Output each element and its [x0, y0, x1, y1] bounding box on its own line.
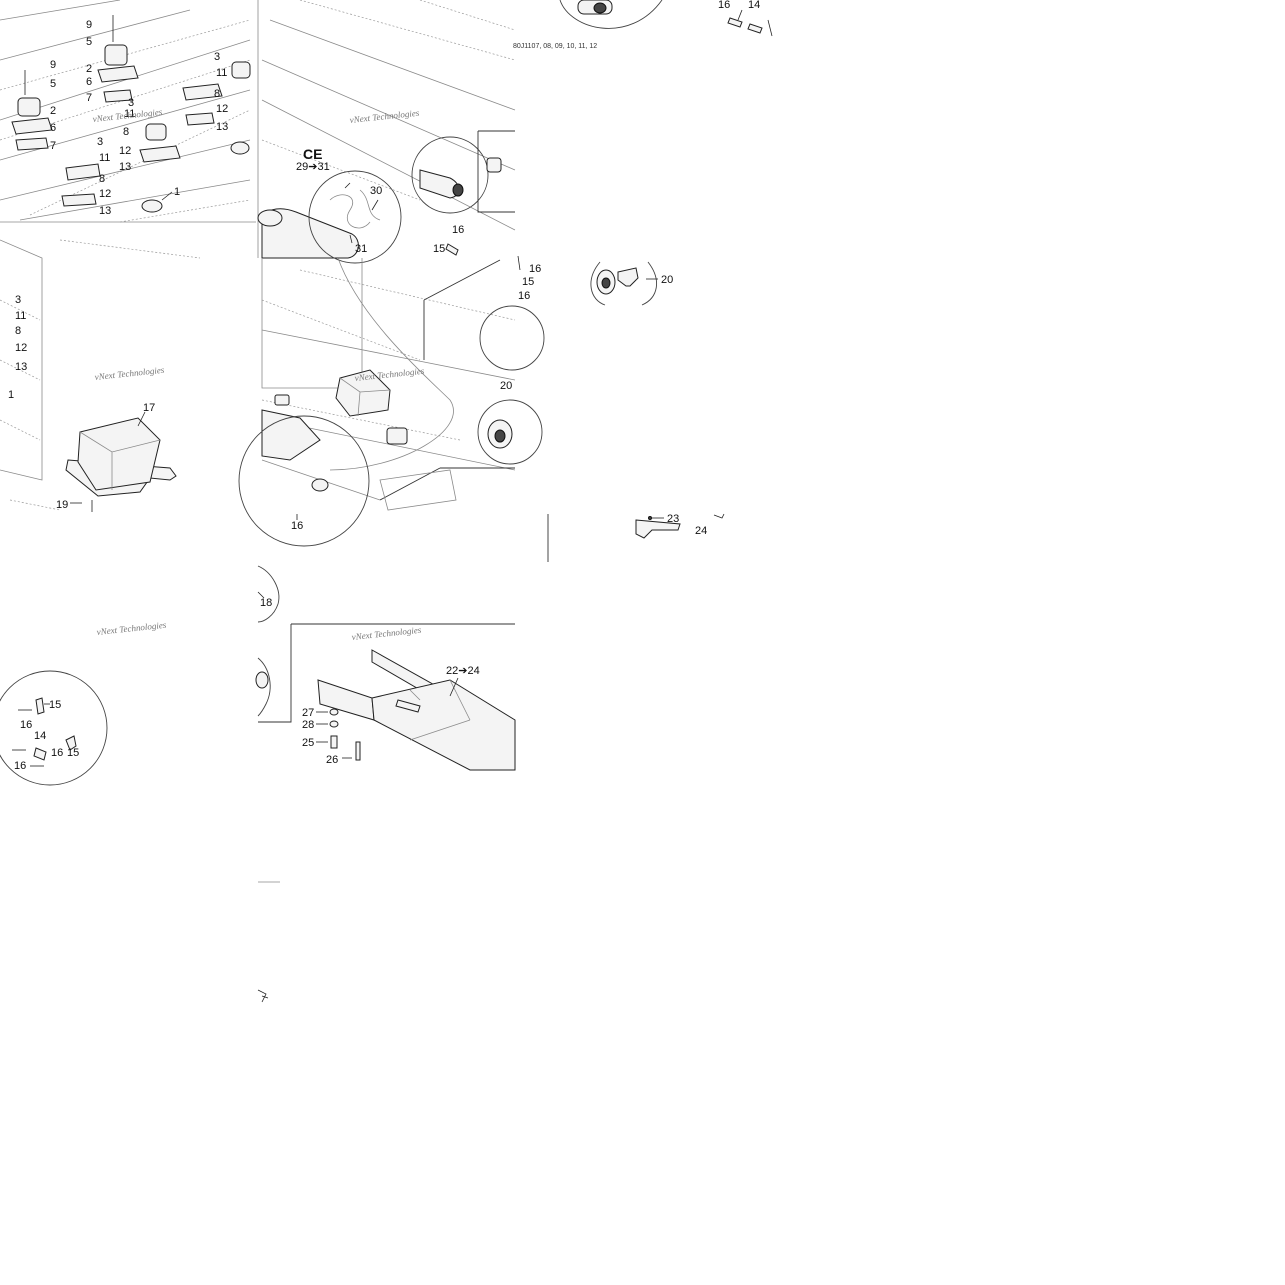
muffler	[257, 208, 359, 259]
label-3: 3	[97, 136, 103, 148]
tile-engine-mounts: 9 5 9 5 2 6 7 2 6 7 3 11 8 12 13 3 11 8 …	[0, 0, 256, 223]
watermark: vNext Technologies	[351, 625, 422, 642]
figure-code: 80J1107, 08, 09, 10, 11, 12	[513, 43, 597, 50]
bracket-23-24: 23 24	[635, 513, 707, 539]
watermark: vNext Technologies	[96, 620, 167, 637]
detail-circle-ce	[308, 170, 402, 264]
label-24: 24	[695, 525, 707, 537]
label-11: 11	[15, 310, 26, 322]
label-25: 25	[302, 737, 314, 749]
label-15: 15	[433, 243, 445, 255]
label-1: 1	[174, 186, 180, 198]
label-5: 5	[86, 36, 92, 48]
label-15: 15	[522, 276, 534, 288]
label-2: 2	[86, 63, 92, 75]
label-27: 27	[302, 707, 314, 719]
tile-chassis-rear: 16 15 16 20 16 vNext Technologies	[238, 255, 545, 547]
label-31: 31	[355, 243, 367, 255]
label-20: 20	[500, 380, 512, 392]
label-14: 14	[34, 730, 46, 742]
label-18: 18	[260, 597, 272, 609]
label-16: 16	[518, 290, 530, 302]
label-16: 16	[718, 0, 730, 11]
label-11: 11	[124, 108, 135, 120]
rack-mount-hardware	[316, 708, 361, 761]
ce-region-label: CE	[303, 146, 322, 162]
label-13: 13	[119, 161, 131, 173]
detail-circle-exhaust	[411, 136, 489, 214]
engine-mount-center	[97, 15, 139, 103]
label-13: 13	[216, 121, 228, 133]
label-12: 12	[99, 188, 111, 200]
label-8: 8	[99, 173, 105, 185]
tile-rack-frame: 18 27 28 25 26 22➔24 vNext Technologies	[255, 565, 516, 771]
label-16: 16	[529, 263, 541, 275]
engine-mount-left	[11, 70, 53, 151]
label-20: 20	[661, 274, 673, 286]
label-8: 8	[214, 88, 220, 100]
label-15: 15	[67, 747, 79, 759]
label-3: 3	[214, 51, 220, 63]
label-16: 16	[20, 719, 32, 731]
stray-fragments	[257, 881, 280, 1003]
label-5: 5	[50, 78, 56, 90]
battery-cover: 17	[65, 402, 177, 497]
detail-circle-hardware	[0, 670, 108, 786]
tile-top-right: 16 14	[559, 0, 773, 37]
label-16: 16	[452, 224, 464, 236]
label-23: 23	[667, 513, 679, 525]
label-16: 16	[291, 520, 303, 532]
label-30: 30	[370, 185, 382, 197]
label-28: 28	[302, 719, 314, 731]
tile-hardware-detail: 15 16 14 16 15 16 vNext Technologies	[0, 620, 167, 786]
ce-detail: CE 29➔31 30 31	[296, 146, 402, 264]
rack-frame	[317, 649, 516, 771]
label-12: 12	[15, 342, 27, 354]
label-16: 16	[51, 747, 63, 759]
watermark: vNext Technologies	[354, 366, 425, 383]
tile-exhaust-muffler: CE 29➔31 30 31 16 15 80J1107, 08, 09, 10…	[257, 0, 597, 264]
label-8: 8	[15, 325, 21, 337]
label-17: 17	[143, 402, 155, 414]
watermark: vNext Technologies	[349, 108, 420, 125]
label-6: 6	[50, 122, 56, 134]
detail-circle-16	[238, 415, 370, 547]
label-11: 11	[216, 67, 227, 79]
label-2: 2	[50, 105, 56, 117]
tile-right-middle: 20 23 24	[547, 261, 725, 562]
tile-cover: 3 11 8 12 13 1 17 19 vNext Technologies	[0, 239, 201, 512]
label-7: 7	[50, 140, 56, 152]
label-8: 8	[123, 126, 129, 138]
exhaust-grommet-1	[141, 191, 173, 213]
label-15: 15	[49, 699, 61, 711]
label-29-31: 29➔31	[296, 161, 330, 173]
engine-mount-right	[182, 61, 251, 126]
detail-circle-20	[477, 399, 543, 465]
engine-mount-middle	[61, 123, 181, 207]
label-7: 7	[86, 92, 92, 104]
label-1: 1	[8, 389, 14, 401]
label-13: 13	[99, 205, 111, 217]
label-13: 13	[15, 361, 27, 373]
watermark: vNext Technologies	[94, 365, 165, 382]
label-12: 12	[119, 145, 131, 157]
label-9: 9	[50, 59, 56, 71]
exhaust-pipe-end	[419, 169, 464, 199]
label-26: 26	[326, 754, 338, 766]
label-11: 11	[99, 152, 110, 164]
label-3: 3	[15, 294, 21, 306]
muffler-box	[335, 369, 391, 417]
label-22-24: 22➔24	[446, 665, 480, 677]
label-12: 12	[216, 103, 228, 115]
label-16: 16	[14, 760, 26, 772]
label-3: 3	[128, 97, 134, 109]
label-6: 6	[86, 76, 92, 88]
label-19: 19	[56, 499, 68, 511]
label-14: 14	[748, 0, 760, 11]
label-9: 9	[86, 19, 92, 31]
